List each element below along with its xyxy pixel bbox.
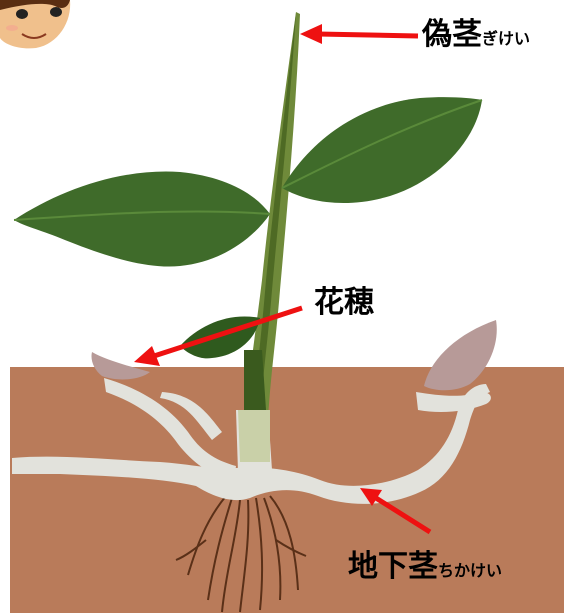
rhizome-label: 地下茎ちかけい [348,552,502,582]
rhizome-label-text: 地下茎 [348,549,438,584]
leaves [14,97,482,358]
pseudostem-label-reading: ぎけい [482,29,530,48]
pseudostem-label-text: 偽茎 [422,17,482,52]
leaf-right [282,97,482,203]
leaf-left [14,172,270,267]
flower-spike-label: 花穂 [314,288,374,318]
rhizome-label-reading: ちかけい [438,561,502,580]
pseudostem-label: 偽茎ぎけい [422,20,530,50]
character-face-icon [0,0,70,48]
